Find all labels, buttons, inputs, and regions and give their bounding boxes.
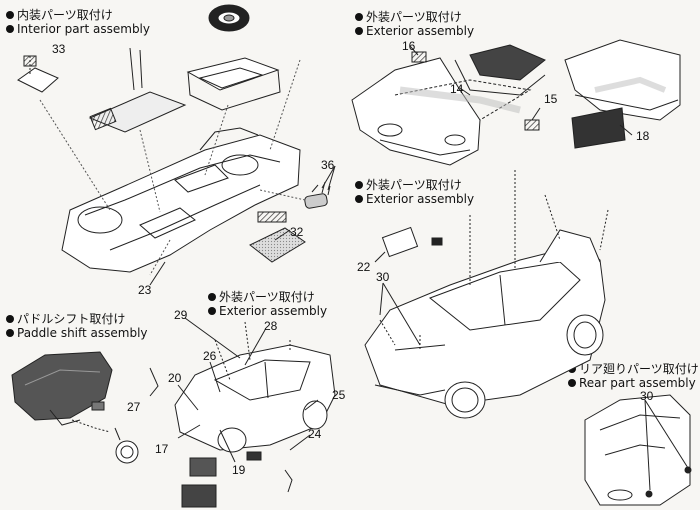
- part-number-24: 24: [308, 427, 322, 441]
- bullet-icon: [6, 315, 14, 323]
- rear-car-body: [584, 394, 692, 506]
- interior-floor-pan: [61, 127, 301, 273]
- bullet-icon: [6, 329, 14, 337]
- part-number-14: 14: [450, 82, 464, 96]
- part-number-33: 33: [52, 42, 66, 56]
- exterior-heading-top: 外装パーツ取付け Exterior assembly: [355, 10, 474, 38]
- exterior-heading-mid: 外装パーツ取付け Exterior assembly: [355, 178, 474, 206]
- bullet-icon: [6, 25, 14, 33]
- car-body-main: [364, 170, 609, 419]
- bullet-icon: [355, 13, 363, 21]
- interior-leader-lines: [39, 59, 306, 276]
- interior-part-33: [17, 55, 59, 93]
- hood-scoop-part: [411, 44, 546, 131]
- paddle-shift-parts: [71, 401, 139, 464]
- car-body-center: [149, 321, 336, 508]
- part-number-27: 27: [127, 400, 141, 414]
- bullet-icon: [6, 11, 14, 19]
- part-number-23: 23: [138, 283, 152, 297]
- part-number-30-rear: 30: [640, 389, 654, 403]
- bullet-icon: [208, 293, 216, 301]
- rear-spoiler-part: [564, 39, 681, 149]
- paddle-heading: パドルシフト取付け Paddle shift assembly: [6, 312, 148, 340]
- part-number-26: 26: [203, 349, 217, 363]
- front-bumper-body: [351, 57, 532, 166]
- spare-tire: [208, 4, 250, 32]
- part-number-16: 16: [402, 39, 416, 53]
- seat-rail-part: [88, 47, 187, 133]
- bullet-icon: [208, 307, 216, 315]
- interior-tray: [186, 57, 281, 111]
- part-number-22: 22: [357, 260, 371, 274]
- part-number-20: 20: [168, 371, 182, 385]
- part-number-30-center: 30: [376, 270, 390, 284]
- part-number-19: 19: [232, 463, 246, 477]
- bullet-icon: [355, 181, 363, 189]
- number-leader-lines: [149, 45, 689, 491]
- part-number-15: 15: [544, 92, 558, 106]
- floor-mat-32: [249, 211, 306, 263]
- bracket-36: [304, 181, 331, 209]
- exterior-heading-center: 外装パーツ取付け Exterior assembly: [208, 290, 327, 318]
- interior-heading: 内装パーツ取付け Interior part assembly: [6, 8, 150, 36]
- bullet-icon: [355, 27, 363, 35]
- bullet-icon: [568, 379, 576, 387]
- part-number-29: 29: [174, 308, 188, 322]
- part-number-25: 25: [332, 388, 346, 402]
- part-number-36: 36: [321, 158, 335, 172]
- dashboard-part: [11, 351, 113, 426]
- part-number-17: 17: [155, 442, 169, 456]
- part-number-28: 28: [264, 319, 278, 333]
- part-number-32: 32: [290, 225, 304, 239]
- bullet-icon: [355, 195, 363, 203]
- part-number-18: 18: [636, 129, 650, 143]
